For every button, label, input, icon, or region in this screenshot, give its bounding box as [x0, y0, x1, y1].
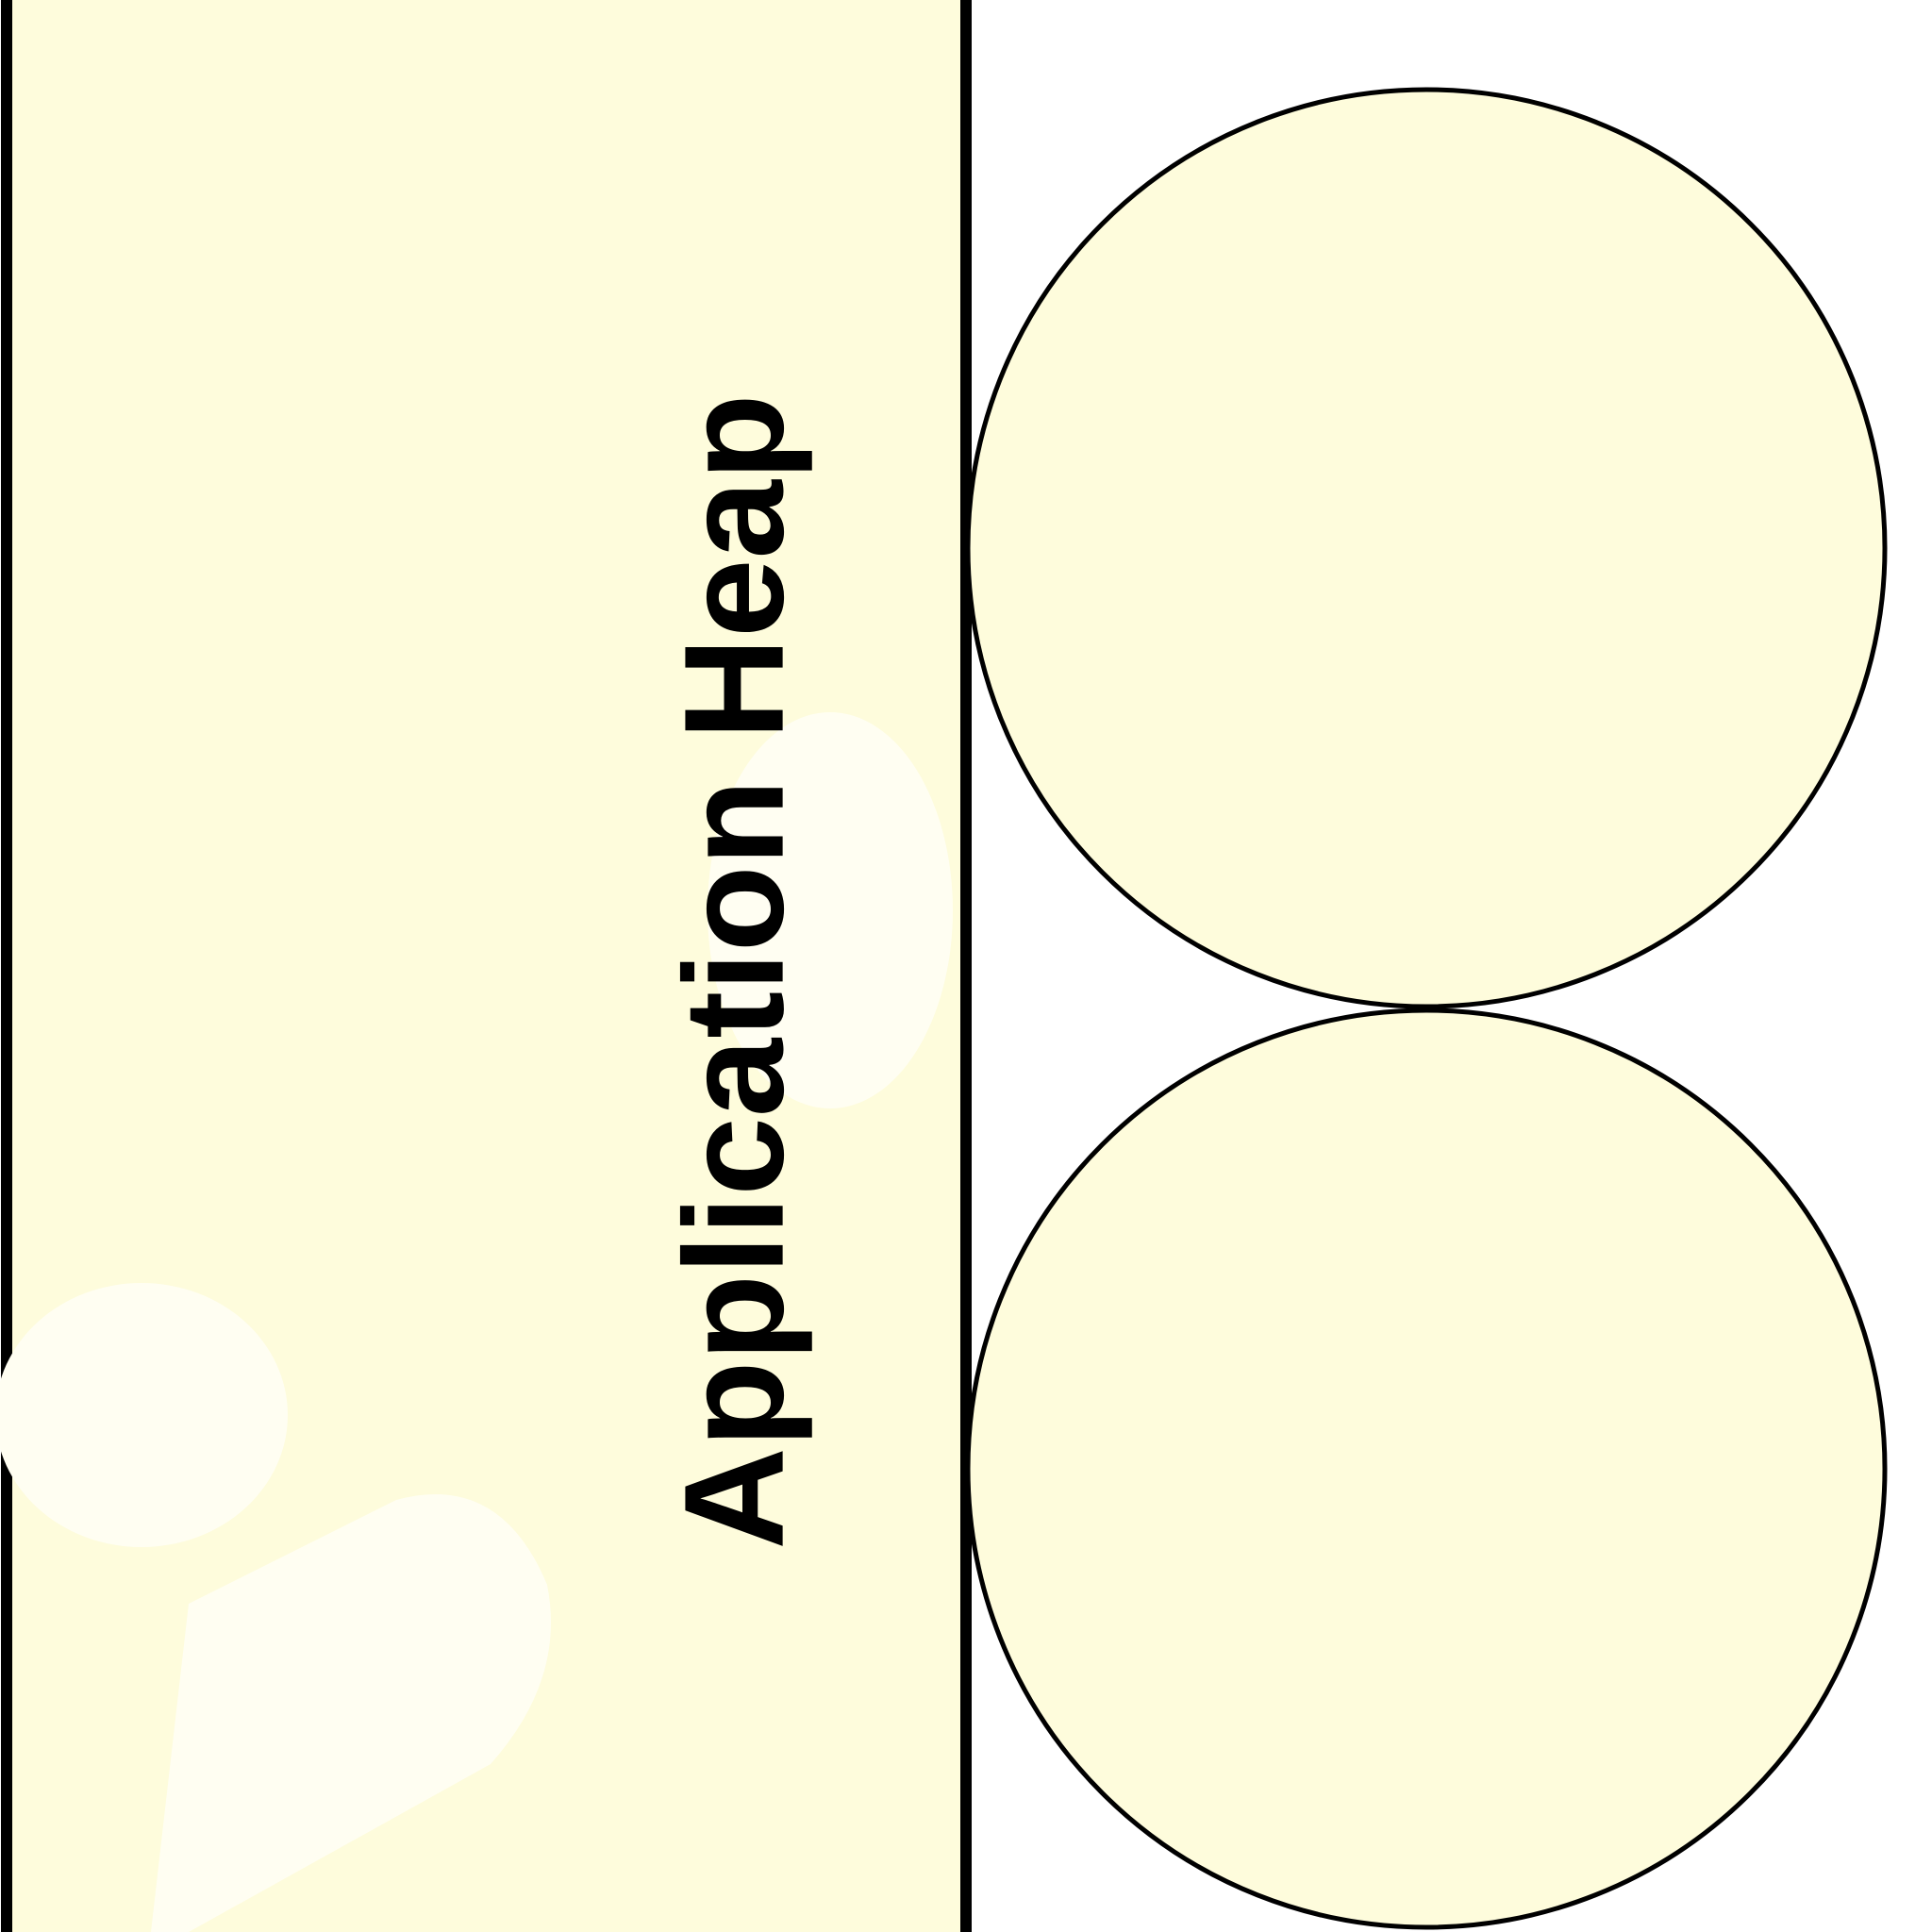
heap-background-shapes [0, 712, 953, 1932]
ghost-blob-lower-left [0, 1283, 288, 1547]
ghost-blob-upper [708, 712, 953, 1108]
memory-block-circle-top [965, 87, 1888, 1009]
application-heap-label: Application Heap [655, 393, 813, 1549]
ghost-blob-lower [151, 1494, 551, 1932]
memory-block-circle-bottom [965, 1008, 1888, 1930]
